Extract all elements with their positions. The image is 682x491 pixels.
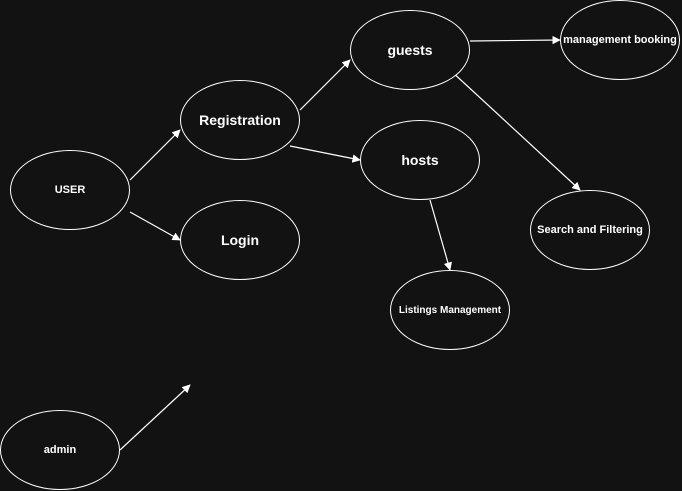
edge-user-registration[interactable] — [129, 129, 181, 181]
node-admin-label: admin — [43, 444, 77, 456]
node-search-filtering[interactable]: Search and Filtering — [530, 190, 650, 270]
node-login-label: Login — [220, 232, 260, 248]
edge-guests-search-filtering[interactable] — [449, 69, 581, 191]
edge-admin-dangling[interactable] — [119, 384, 191, 451]
node-login[interactable]: Login — [180, 200, 300, 280]
node-listings-management-label: Listings Management — [398, 304, 502, 316]
node-user-label: USER — [54, 184, 86, 196]
edge-guests-management-booking[interactable] — [469, 35, 561, 45]
edge-registration-hosts[interactable] — [289, 145, 361, 163]
node-user[interactable]: USER — [10, 150, 130, 230]
node-management-booking-label: management booking — [563, 34, 677, 46]
node-admin[interactable]: admin — [0, 410, 120, 490]
node-listings-management[interactable]: Listings Management — [390, 270, 510, 350]
node-hosts-label: hosts — [401, 152, 439, 168]
node-search-filtering-label: Search and Filtering — [537, 224, 643, 236]
edge-hosts-listings-management[interactable] — [429, 199, 452, 271]
node-guests[interactable]: guests — [350, 10, 470, 90]
edge-registration-guests[interactable] — [299, 59, 351, 111]
node-registration-label: Registration — [199, 112, 281, 128]
node-registration[interactable]: Registration — [180, 80, 300, 160]
node-hosts[interactable]: hosts — [360, 120, 480, 200]
edge-user-login[interactable] — [129, 211, 181, 241]
node-management-booking[interactable]: management booking — [560, 0, 680, 80]
node-guests-label: guests — [387, 42, 433, 58]
